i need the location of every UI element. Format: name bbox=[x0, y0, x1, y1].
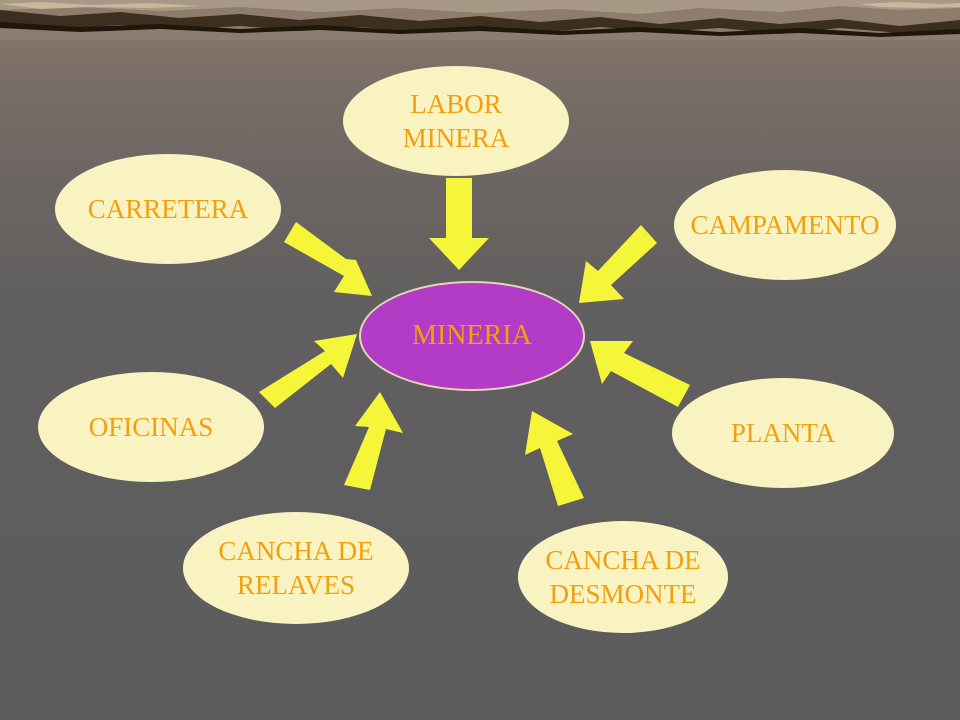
node-campamento: CAMPAMENTO bbox=[674, 170, 896, 280]
node-oficinas: OFICINAS bbox=[38, 372, 264, 482]
arrow-oficinas bbox=[259, 334, 357, 408]
center-node-mineria: MINERIA bbox=[359, 281, 585, 391]
node-labor-minera: LABOR MINERA bbox=[343, 66, 569, 176]
node-cancha-relaves: CANCHA DE RELAVES bbox=[183, 512, 409, 624]
arrow-cancha-relaves bbox=[344, 392, 403, 490]
arrow-campamento bbox=[579, 225, 657, 303]
arrow-planta bbox=[590, 341, 690, 407]
node-cancha-desmonte: CANCHA DE DESMONTE bbox=[518, 521, 728, 633]
node-planta: PLANTA bbox=[672, 378, 894, 488]
arrow-labor-minera bbox=[429, 178, 489, 270]
node-carretera: CARRETERA bbox=[55, 154, 281, 264]
header-band bbox=[0, 0, 960, 40]
arrow-carretera bbox=[284, 222, 372, 296]
arrow-cancha-desmonte bbox=[525, 411, 584, 506]
